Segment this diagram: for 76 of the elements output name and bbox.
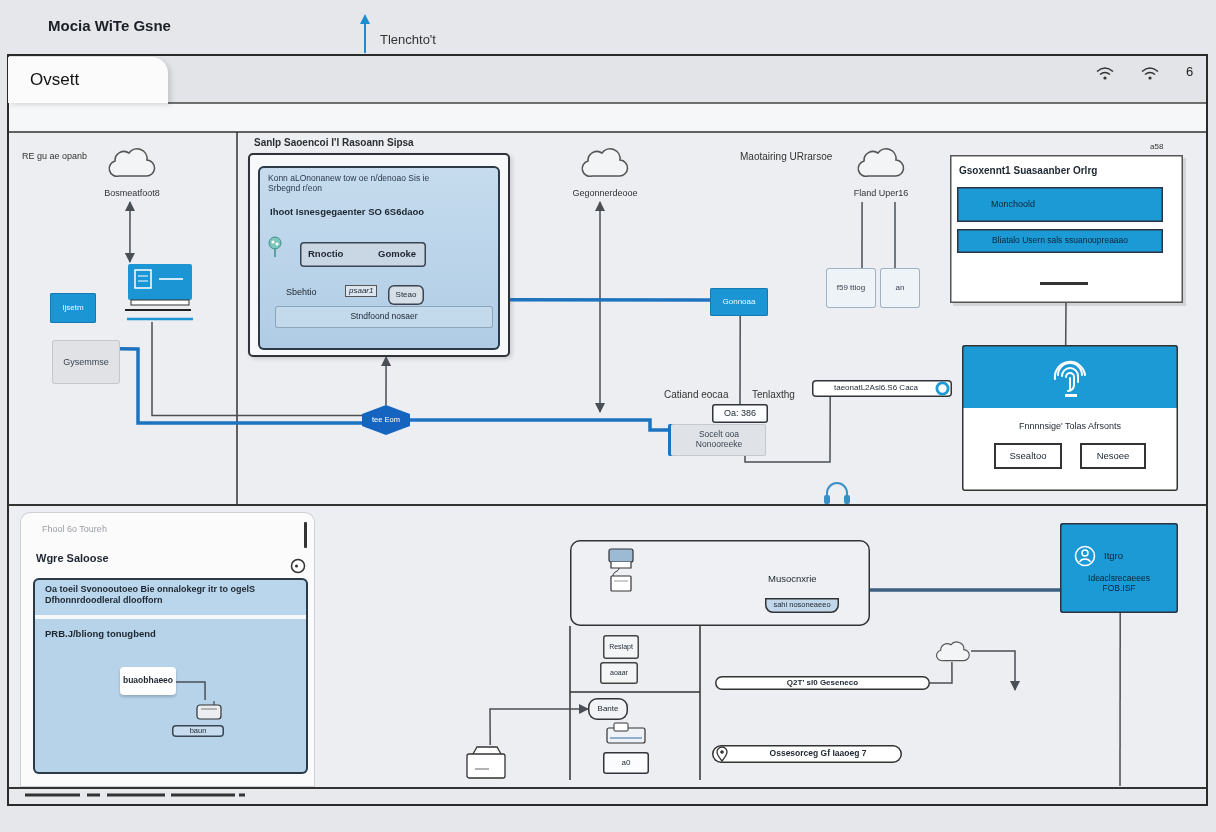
panel [1060,523,1178,613]
panel-heading: Sanlp Saoencoi I'l Rasoann Sipsa [254,137,414,149]
arrow [381,356,392,406]
cloud-shape [935,640,971,662]
device-drawing [196,700,222,720]
connector-line [175,681,206,701]
connector-line [151,321,363,417]
text-label: Sbehtio [286,287,317,298]
node-text: Rnoctio [308,248,344,260]
list-bar: Monchoold [957,187,1163,222]
action-button: Ssealtoo [994,443,1062,469]
content-panel [258,166,500,350]
pill-box: Q2T' sl0 Geseneco [715,676,930,690]
node-text: Oa toeil Svonooutoeo Bie onnalokegr itr to ogelS Dfhonnrdoodleral dloofforn [45,584,256,606]
content-panel [33,578,308,774]
text-label: Tenlaxthg [752,389,795,401]
tab: Ovsett [8,57,168,103]
process-box: Ijsetm [50,293,96,323]
process-box: a0 [603,752,649,774]
connector-line [739,315,741,405]
connector-line [119,347,362,425]
card [20,512,315,787]
node-text: Itgro [1104,550,1123,562]
text-label: a58 [1150,142,1164,152]
process-box [300,242,426,267]
text-label: Maotairing URrarsoe [740,151,833,163]
tag-label: psaar1 [345,285,378,297]
panel [962,345,1178,491]
text-label: Tlenchto't [380,32,436,48]
pill-box [712,745,902,763]
panel [950,155,1183,303]
node-text: Konn aLOnonanew tow oe n/denoao Sis ie Srbegnd r/eon [268,173,431,194]
card-title: Wgre Saloose [36,552,109,566]
arrow [970,650,1020,691]
text-label: 6 [1186,64,1194,80]
process-box: f59 ttiog [826,268,876,308]
connector-line [510,298,710,302]
process-box: Bante [588,698,628,720]
connector-line [744,396,831,463]
card-subtitle: Fhool 6o Toureh [42,524,107,535]
arrow [595,201,605,413]
connector-line [861,201,863,269]
process-box: Gonnoaa [710,288,768,316]
printer-drawing [465,745,507,780]
text-label: Catiand eocaa [664,389,729,401]
connector-line [870,588,1060,592]
connector-line [1119,612,1121,787]
node-text: taeonatL2Asl6.S6 Caca [832,383,920,393]
process-box: buaobhaeeo [120,667,176,695]
node-text: Ideaclsrecaeees FOB.ISF [1087,573,1151,594]
action-button: Nesoee [1080,443,1146,469]
arrow [124,201,135,263]
process-box: Gysemmse [52,340,120,384]
connector-line [410,418,668,432]
node-text: PRB.J/bliong tonugbend [45,628,156,640]
connector-line [894,201,896,269]
node-text: Fnnnnsige' Tolas Afrsonts [1017,421,1123,432]
node-text: Musocnxrie [768,573,817,585]
bar: Stndfoond nosaer [275,306,493,328]
process-box: Socelt ooa Nonooreeke [668,424,766,456]
process-box: Steao [388,285,424,305]
pill-box [812,380,952,397]
connector-line [1064,302,1067,346]
node-text: Ihoot Isnesgegaenter SO 6S6daoo [270,206,425,218]
arrow [489,704,589,746]
panel [248,137,510,357]
process-box: Oa: 386 [712,404,768,423]
container-box [570,540,870,626]
laptop-drawing [125,262,195,322]
app-title: Mocia WiTe Gsne [48,17,171,35]
process-box: an [880,268,920,308]
panel-heading: Gsoxennt1 Suasaanber Orlrg [959,165,1098,177]
node-text: Ossesorceg Gf Iaaoeg 7 [768,748,868,759]
connector-line [929,661,953,684]
list-bar: Bliatalo Usern sals ssuanoupreaaao [957,229,1163,253]
node-text: Gomoke [378,248,416,260]
